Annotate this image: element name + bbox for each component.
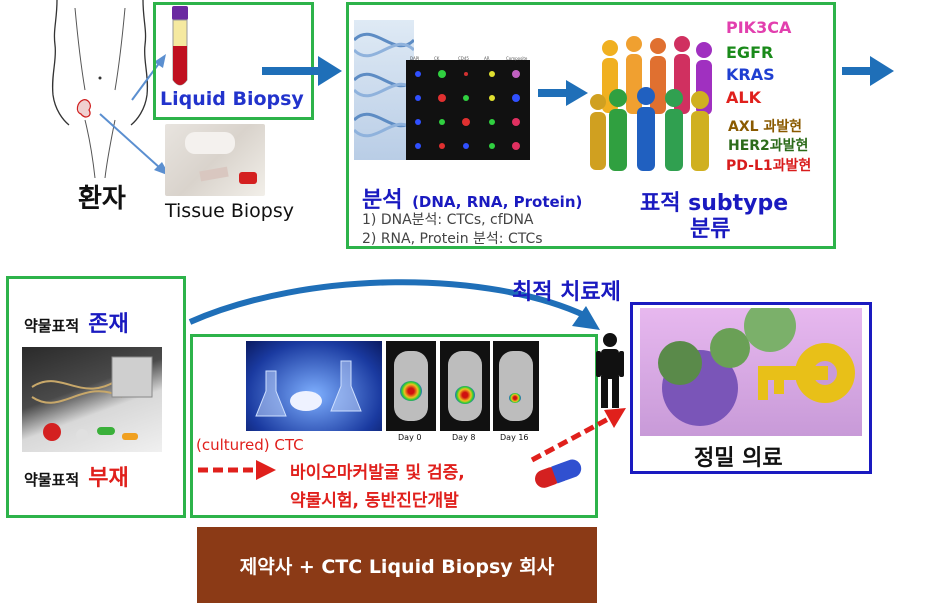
mouse-imaging-day8 (440, 341, 490, 431)
cell-panel-header-cd45: CD45 (458, 56, 469, 61)
marker-pdl1: PD-L1과발현 (726, 158, 812, 174)
person-icon (596, 333, 624, 408)
liquid-biopsy-box (153, 2, 314, 120)
day-8-label: Day 8 (452, 433, 476, 442)
cell-panel-header-composite: Composite (506, 56, 528, 61)
dashed-red-arrow (198, 460, 276, 480)
target-present-label: 약물표적 존재 (24, 306, 129, 338)
marker-egfr: EGFR (726, 43, 774, 62)
patient-figure (51, 0, 149, 179)
analysis-box (346, 2, 836, 249)
marker-kras: KRAS (726, 65, 775, 84)
mouse-imaging-day16 (493, 341, 539, 431)
dna-helix-image (354, 20, 414, 160)
company-banner-label: 제약사 + CTC Liquid Biopsy 회사 (239, 555, 555, 578)
lab-mouse-image (246, 341, 382, 431)
optimal-therapy-label: 최적 치료제 (512, 280, 621, 305)
day-16-label: Day 16 (500, 433, 529, 442)
target-absent-prefix: 약물표적 (24, 471, 80, 489)
flow-arrow-1 (262, 56, 342, 86)
blood-tube-icon (172, 6, 188, 86)
ctc-cell-panel (406, 60, 530, 160)
cell-panel-header-ck: CK (434, 56, 440, 61)
therapy-curve-arrow (188, 279, 600, 330)
subtype-line-1: 표적 subtype (640, 191, 789, 216)
tissue-biopsy-image (165, 124, 265, 196)
analysis-title: 분석 (DNA, RNA, Protein) (362, 182, 582, 214)
flow-arrow-3 (842, 56, 894, 86)
company-banner: 제약사 + CTC Liquid Biopsy 회사 (197, 527, 597, 603)
target-present-suffix: 존재 (88, 312, 129, 337)
analysis-title-main: 분석 (362, 188, 403, 213)
target-absent-label: 약물표적 부재 (24, 460, 129, 492)
dashed-red-diagonal-arrow (530, 408, 626, 463)
cultured-ctc-label: (cultured) CTC (196, 436, 304, 454)
precision-medicine-box (630, 302, 872, 474)
biomarker-line-2: 약물시험, 동반진단개발 (290, 491, 459, 511)
drug-target-image (22, 347, 162, 452)
marker-alk: ALK (726, 88, 761, 107)
drug-target-box (6, 276, 186, 518)
ctc-cells-grid (415, 70, 520, 150)
target-present-prefix: 약물표적 (24, 317, 80, 335)
analysis-line-2: 2) RNA, Protein 분석: CTCs (362, 231, 543, 247)
patient-label: 환자 (78, 184, 126, 214)
protein-key-image (640, 308, 862, 436)
marker-axl: AXL 과발현 (728, 119, 803, 135)
subtype-line-2: 분류 (690, 217, 731, 242)
ctc-culture-box (190, 334, 598, 518)
cell-panel-header-ar: AR (484, 56, 490, 61)
mouse-imaging-day0 (386, 341, 436, 431)
day-0-label: Day 0 (398, 433, 422, 442)
analysis-line-1: 1) DNA분석: CTCs, cfDNA (362, 212, 534, 228)
marker-her2: HER2과발현 (728, 138, 809, 154)
analysis-subtitle: (DNA, RNA, Protein) (412, 193, 583, 211)
flow-arrow-2 (538, 80, 588, 106)
drug-capsule-icon (535, 459, 582, 488)
target-absent-suffix: 부재 (88, 466, 129, 491)
population-people-icon (590, 36, 712, 171)
precision-medicine-label: 정밀 의료 (694, 446, 783, 471)
marker-pik3ca: PIK3CA (726, 18, 792, 37)
cell-panel-header-dapi: DAPI (410, 56, 420, 61)
biomarker-line-1: 바이오마커발굴 및 검증, (290, 463, 465, 483)
tissue-biopsy-label: Tissue Biopsy (165, 200, 295, 222)
liquid-biopsy-label: Liquid Biopsy (160, 88, 304, 110)
